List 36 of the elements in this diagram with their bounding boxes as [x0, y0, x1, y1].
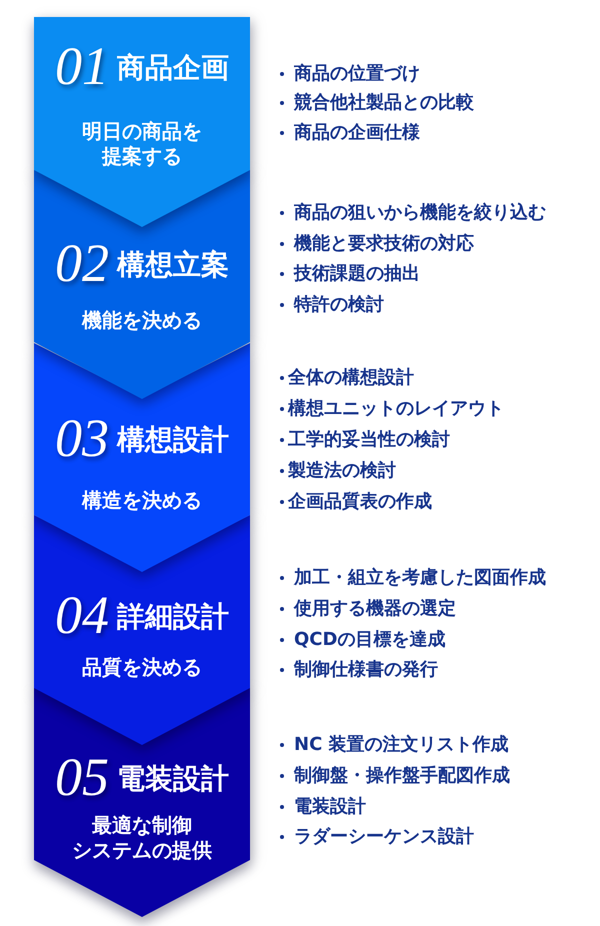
step-number: 02 [55, 233, 109, 293]
task-item: 商品の位置づけ [294, 62, 420, 86]
task-item: 企画品質表の作成 [288, 490, 432, 514]
step-number: 04 [55, 585, 109, 645]
task-item: 商品の企画仕様 [294, 120, 420, 145]
step-number: 01 [55, 36, 109, 96]
step-title: 商品企画 [117, 51, 229, 85]
step-number: 03 [55, 408, 109, 468]
task-item: 加工・組立を考慮した図面作成 [294, 566, 546, 590]
step-number: 05 [55, 747, 109, 807]
step-description: 機能を決める [80, 308, 203, 333]
step-description: 最適な制御システムの提供 [71, 813, 213, 863]
task-item: ラダーシーケンス設計 [294, 825, 474, 850]
task-item: 特許の検討 [294, 292, 384, 317]
task-item: QCDの目標を達成 [294, 628, 446, 652]
task-item: 使用する機器の選定 [294, 597, 456, 622]
step-title: 構想設計 [117, 423, 229, 457]
task-item: NC 装置の注文リスト作成 [294, 733, 509, 758]
task-item: 全体の構想設計 [288, 366, 414, 390]
task-item: 商品の狙いから機能を絞り込む [294, 201, 546, 226]
task-item: 制御仕様書の発行 [294, 658, 438, 682]
chevron-step [34, 687, 250, 917]
task-item: 製造法の検討 [288, 459, 396, 484]
task-item: 技術課題の抽出 [294, 262, 420, 286]
task-item: 構想ユニットのレイアウト [288, 396, 504, 421]
task-item: 電装設計 [294, 794, 366, 819]
step-title: 構想立案 [117, 248, 229, 282]
step-description: 明日の商品を提案する [81, 119, 203, 169]
step-title: 詳細設計 [117, 600, 229, 634]
task-item: 制御盤・操作盤手配図作成 [294, 764, 510, 788]
task-item: 工学的妥当性の検討 [288, 428, 450, 452]
step-title: 電装設計 [117, 762, 229, 796]
task-item: 競合他社製品との比較 [294, 91, 474, 116]
step-description: 品質を決める [81, 655, 203, 680]
step-description: 構造を決める [80, 488, 203, 513]
task-item: 機能と要求技術の対応 [294, 232, 474, 256]
